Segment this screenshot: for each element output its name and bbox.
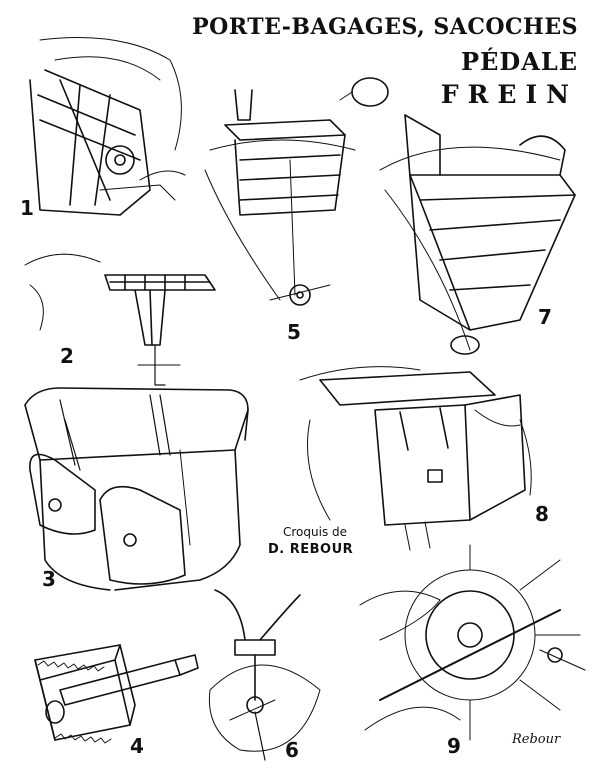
pedal-drawing xyxy=(35,645,198,743)
figure-number-9: 9 xyxy=(447,734,461,758)
figure-number-7: 7 xyxy=(538,305,552,329)
figure-number-5: 5 xyxy=(287,320,301,344)
brake-mechanism-drawing xyxy=(209,590,320,760)
artist-signature: Rebour xyxy=(512,732,561,747)
figure-number-3: 3 xyxy=(42,567,56,591)
figure-number-2: 2 xyxy=(60,344,74,368)
plate-title-line3: FREIN xyxy=(440,80,578,109)
figure-number-6: 6 xyxy=(285,738,299,762)
figure-number-1: 1 xyxy=(20,196,34,220)
plate-title-line1: PORTE-BAGAGES, SACOCHES xyxy=(192,14,578,40)
front-rack-with-lamp-drawing xyxy=(205,78,388,305)
hub-brake-drawing xyxy=(360,545,585,740)
rear-rack-drawing xyxy=(30,38,185,216)
tall-front-rack-drawing xyxy=(380,115,575,354)
panniers-drawing xyxy=(300,367,531,550)
saddlebag-drawing xyxy=(25,388,248,590)
credit-author: D. REBOUR xyxy=(268,542,354,557)
figure-number-8: 8 xyxy=(535,502,549,526)
figure-number-4: 4 xyxy=(130,734,144,758)
credit-line: Croquis de xyxy=(283,525,348,539)
plate-title-line2: PÉDALE xyxy=(461,47,578,76)
small-front-rack-drawing xyxy=(25,254,215,385)
